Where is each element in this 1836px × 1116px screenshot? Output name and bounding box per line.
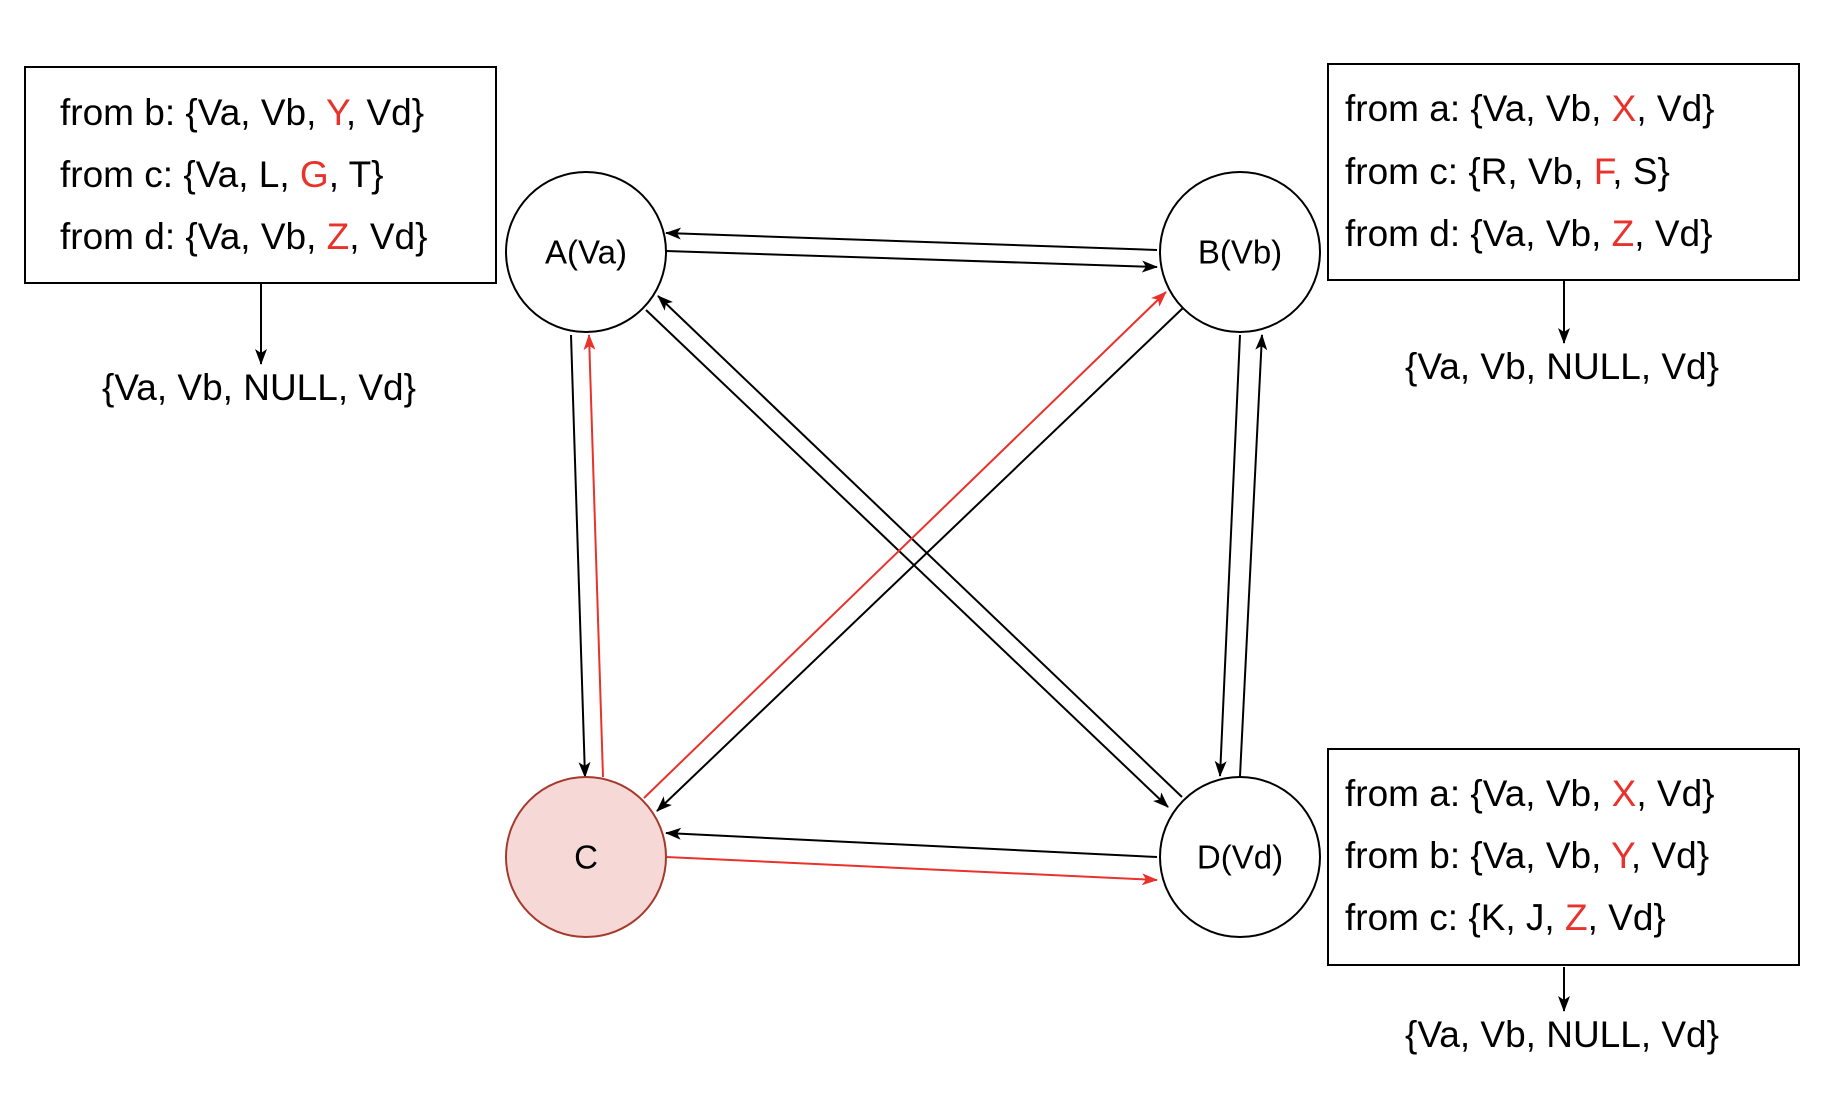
- box-b-line-1-prefix: from a: {Va, Vb,: [1345, 88, 1612, 129]
- message-box-a-frame: [24, 66, 497, 284]
- box-d-line-2-suffix: , Vd}: [1631, 835, 1709, 876]
- edge-b-to-c: [656, 306, 1185, 812]
- box-a-line-2-mark: G: [300, 154, 329, 195]
- box-b-line-1-suffix: , Vd}: [1636, 88, 1714, 129]
- box-a-line-3-mark: Z: [327, 216, 350, 257]
- box-a-line-3: from d: {Va, Vb, Z, Vd}: [60, 216, 427, 257]
- box-d-line-1-prefix: from a: {Va, Vb,: [1345, 773, 1612, 814]
- box-d-line-1: from a: {Va, Vb, X, Vd}: [1345, 773, 1715, 814]
- box-d-line-3-suffix: , Vd}: [1588, 897, 1666, 938]
- box-b-line-2-prefix: from c: {R, Vb,: [1345, 151, 1594, 192]
- edge-c-to-a: [583, 334, 604, 778]
- box-d-line-1-suffix: , Vd}: [1636, 773, 1714, 814]
- node-b[interactable]: B(Vb): [1159, 171, 1321, 333]
- node-a-circle: [505, 171, 667, 333]
- box-a-line-1: from b: {Va, Vb, Y, Vd}: [60, 92, 424, 133]
- box-d-line-3-prefix: from c: {K, J,: [1345, 897, 1565, 938]
- box-b-line-2: from c: {R, Vb, F, S}: [1345, 151, 1670, 192]
- result-a: {Va, Vb, NULL, Vd}: [102, 367, 416, 408]
- node-b-label: B(Vb): [1198, 234, 1282, 271]
- box-d-line-2: from b: {Va, Vb, Y, Vd}: [1345, 835, 1709, 876]
- result-d: {Va, Vb, NULL, Vd}: [1405, 1014, 1719, 1055]
- message-box-a: from b: {Va, Vb, Y, Vd} from c: {Va, L, …: [24, 66, 497, 284]
- box-d-line-3-mark: Z: [1565, 897, 1588, 938]
- box-b-line-1-mark: X: [1612, 88, 1637, 129]
- node-c-circle: [505, 776, 667, 938]
- message-box-d-frame: [1327, 748, 1800, 966]
- edge-a-to-c: [570, 334, 591, 778]
- box-b-line-3: from d: {Va, Vb, Z, Vd}: [1345, 213, 1712, 254]
- box-b-line-1: from a: {Va, Vb, X, Vd}: [1345, 88, 1715, 129]
- edge-d-to-a: [657, 295, 1183, 798]
- edge-c-to-d: [665, 856, 1158, 886]
- result-b: {Va, Vb, NULL, Vd}: [1405, 346, 1719, 387]
- box-b-line-3-prefix: from d: {Va, Vb,: [1345, 213, 1612, 254]
- box-a-line-3-suffix: , Vd}: [349, 216, 427, 257]
- edge-a-to-b: [665, 250, 1158, 273]
- node-d[interactable]: D(Vd): [1159, 776, 1321, 938]
- box-d-line-3: from c: {K, J, Z, Vd}: [1345, 897, 1666, 938]
- node-c[interactable]: C: [505, 776, 667, 938]
- box-a-line-2: from c: {Va, L, G, T}: [60, 154, 384, 195]
- message-box-b: from a: {Va, Vb, X, Vd} from c: {R, Vb, …: [1327, 63, 1800, 281]
- edge-a-to-d: [645, 309, 1169, 808]
- box-d-line-1-mark: X: [1612, 773, 1637, 814]
- message-box-d: from a: {Va, Vb, X, Vd} from b: {Va, Vb,…: [1327, 748, 1800, 966]
- box-a-line-1-suffix: , Vd}: [346, 92, 424, 133]
- edge-d-to-c: [665, 827, 1158, 858]
- box-b-line-3-suffix: , Vd}: [1634, 213, 1712, 254]
- edge-c-to-b: [643, 291, 1167, 799]
- edge-b-to-a: [665, 227, 1158, 251]
- node-a-label: A(Va): [545, 234, 627, 271]
- node-d-circle: [1159, 776, 1321, 938]
- message-box-b-frame: [1327, 63, 1800, 281]
- box-d-line-2-prefix: from b: {Va, Vb,: [1345, 835, 1611, 876]
- box-a-line-3-prefix: from d: {Va, Vb,: [60, 216, 327, 257]
- edge-b-to-d: [1214, 334, 1241, 777]
- box-b-line-2-mark: F: [1594, 151, 1616, 192]
- box-a-line-1-prefix: from b: {Va, Vb,: [60, 92, 326, 133]
- node-b-circle: [1159, 171, 1321, 333]
- box-b-line-2-suffix: , S}: [1612, 151, 1670, 192]
- node-a[interactable]: A(Va): [505, 171, 667, 333]
- edges: [255, 227, 1570, 1012]
- box-b-line-3-mark: Z: [1612, 213, 1635, 254]
- node-d-label: D(Vd): [1197, 839, 1283, 876]
- edge-d-to-b: [1239, 334, 1268, 777]
- box-a-line-2-suffix: , T}: [329, 154, 384, 195]
- box-a-line-2-prefix: from c: {Va, L,: [60, 154, 300, 195]
- node-c-label: C: [574, 839, 598, 876]
